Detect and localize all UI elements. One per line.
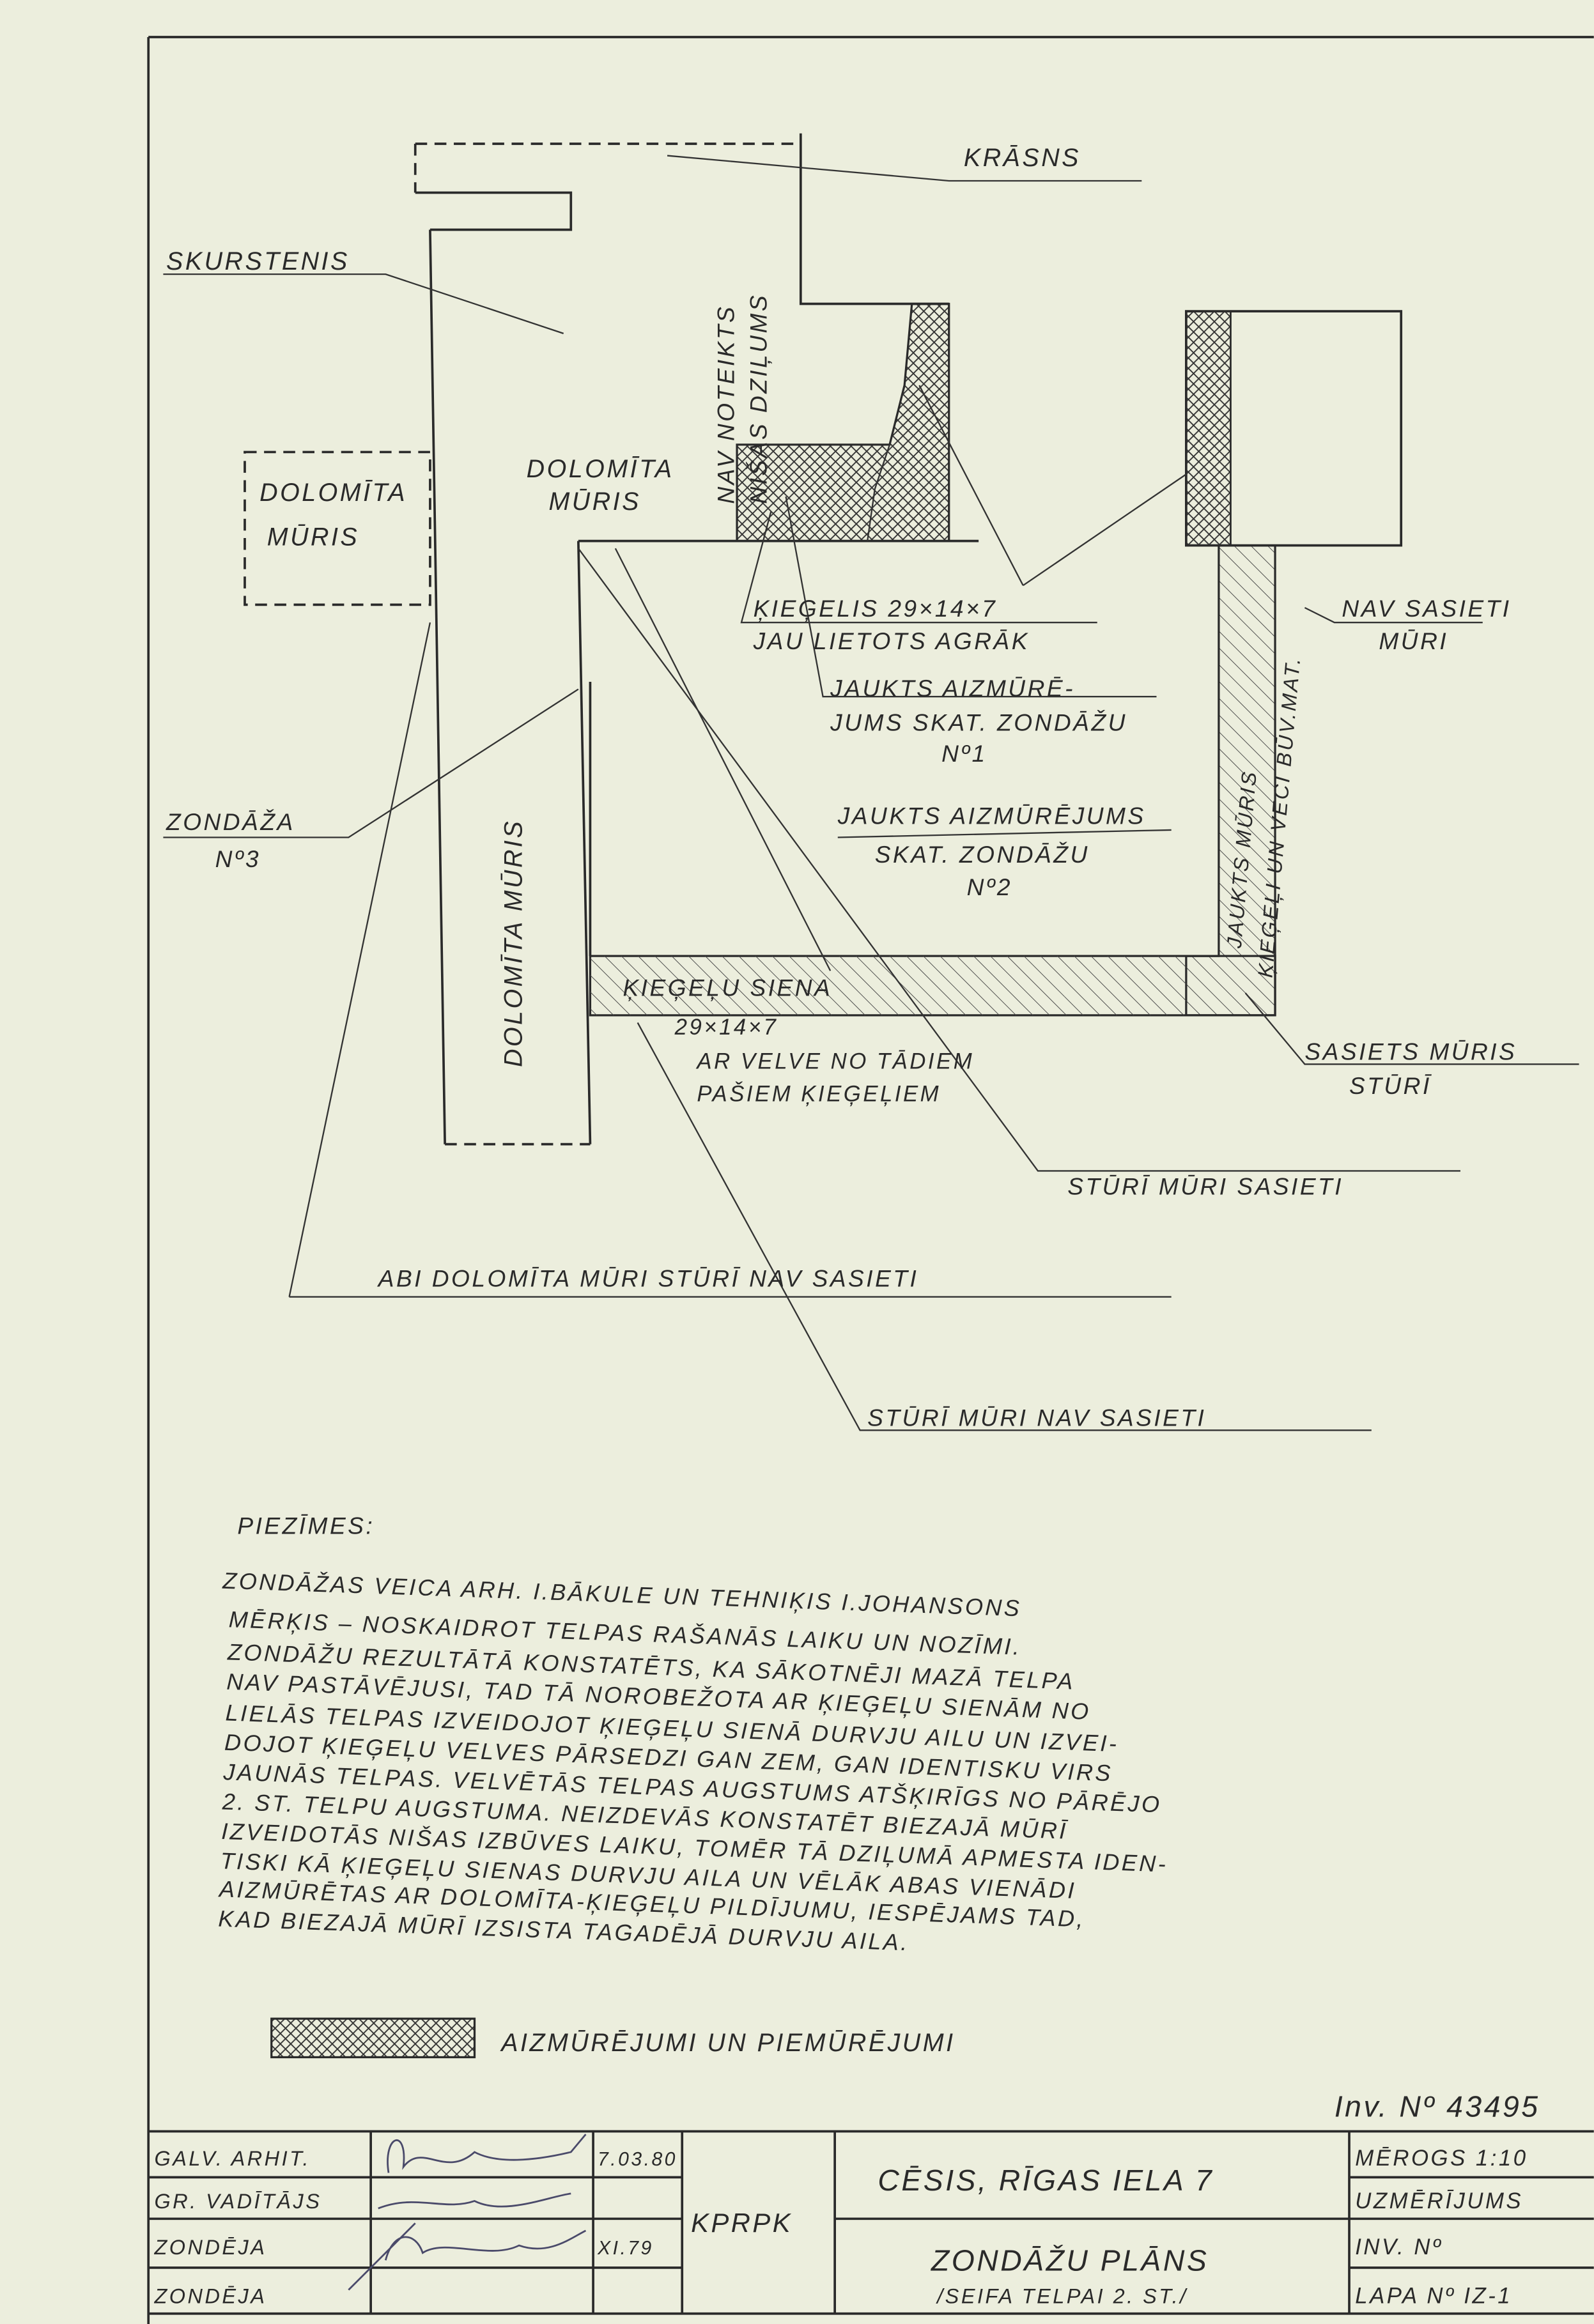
notes-heading: PIEZĪMES: <box>237 1512 375 1539</box>
legend-label: AIZMŪRĒJUMI UN PIEMŪRĒJUMI <box>500 2029 955 2057</box>
inventory-number: Inv. Nº 43495 <box>1335 2089 1540 2123</box>
leader-lines <box>163 155 1579 1431</box>
label-skurstenis: SKURSTENIS <box>166 247 350 275</box>
date-zondeja: XI.79 <box>597 2238 654 2259</box>
label-sturi-sasieti: STŪRĪ MŪRI SASIETI <box>1067 1173 1343 1200</box>
label-jaukts2-1: JAUKTS AIZMŪRĒJUMS <box>837 803 1146 829</box>
label-dolomita-box-2: MŪRIS <box>267 523 359 551</box>
label-jaukts2-2: SKAT. ZONDĀŽU <box>875 841 1090 868</box>
label-jaukts1-1: JAUKTS AIZMŪRĒ- <box>830 675 1075 702</box>
legend: AIZMŪRĒJUMI UN PIEMŪRĒJUMI <box>270 2017 955 2059</box>
role-zondeja-1: ZONDĒJA <box>153 2236 267 2259</box>
scale: MĒROGS 1:10 <box>1355 2146 1528 2171</box>
legend-crosshatch-swatch <box>270 2017 476 2059</box>
label-jau-lietots: JAU LIETOTS AGRĀK <box>753 627 1030 654</box>
address: CĒSIS, RĪGAS IELA 7 <box>878 2164 1214 2197</box>
role-zondeja-2: ZONDĒJA <box>153 2285 267 2308</box>
role-gr-vaditajs: GR. VADĪTĀJS <box>154 2190 321 2213</box>
label-siena-size: 29×14×7 <box>674 1015 778 1040</box>
label-kiegelis: ĶIEĢELIS 29×14×7 <box>754 595 998 622</box>
signatures <box>348 2134 587 2291</box>
drawing-title: ZONDĀŽU PLĀNS <box>931 2243 1209 2277</box>
label-siena-kiegeli: PAŠIEM ĶIEĢEĻIEM <box>697 1081 941 1106</box>
label-zondaza: ZONDĀŽA <box>166 808 295 835</box>
label-jaukts2-3: Nº2 <box>967 873 1012 900</box>
label-nav-sasieti-muri: MŪRI <box>1379 627 1448 654</box>
date-galv-arhit: 7.03.80 <box>598 2149 677 2170</box>
label-kiegelu-siena: ĶIEĢEĻU SIENA <box>623 974 832 1001</box>
role-galv-arhit: GALV. ARHIT. <box>154 2147 310 2170</box>
inv-no: INV. Nº <box>1355 2235 1443 2259</box>
crosshatch-right-fill <box>1185 310 1232 546</box>
label-zondaza-nr: Nº3 <box>215 845 261 872</box>
label-sasiets-muris: SASIETS MŪRIS <box>1304 1038 1517 1065</box>
sheet-frame <box>147 36 1594 2324</box>
label-nav-noteikts: NAV NOTEIKTS <box>712 305 739 504</box>
organization: KPRPK <box>691 2208 793 2238</box>
sheet-number: LAPA Nº IZ-1 <box>1355 2284 1512 2309</box>
label-dolomita-vertical: DOLOMĪTA MŪRIS <box>500 819 528 1067</box>
stage: UZMĒRĪJUMS <box>1355 2189 1523 2213</box>
label-sturi-nav: STŪRĪ MŪRI NAV SASIETI <box>867 1404 1206 1431</box>
label-dolomita-muris-1: DOLOMĪTA <box>527 455 674 483</box>
label-siena-velve: AR VELVE NO TĀDIEM <box>695 1049 974 1074</box>
crosshatch-niche-fill <box>736 302 950 543</box>
notes: PIEZĪMES: ZONDĀŽAS VEICA ARH. I.BĀKULE U… <box>218 1512 1168 1956</box>
label-sasiets-sturi: STŪRĪ <box>1349 1072 1432 1099</box>
label-nisas-dzilums: NIŠAS DZIĻUMS <box>745 293 771 504</box>
label-dolomita-box-1: DOLOMĪTA <box>259 479 407 507</box>
title-block: GALV. ARHIT. GR. VADĪTĀJS ZONDĒJA ZONDĒJ… <box>148 2130 1594 2315</box>
label-jaukts1-3: Nº1 <box>941 740 987 767</box>
drawing-subtitle: /SEIFA TELPAI 2. ST./ <box>936 2285 1188 2308</box>
label-jaukts1-2: JUMS SKAT. ZONDĀŽU <box>830 709 1127 736</box>
label-krasns: KRĀSNS <box>964 144 1081 172</box>
annotations: KRĀSNS SKURSTENIS NAV NOTEIKTS NIŠAS DZI… <box>166 144 1517 1431</box>
label-nav-sasieti: NAV SASIETI <box>1342 595 1511 622</box>
label-dolomita-muris-2: MŪRIS <box>548 488 640 516</box>
label-abi-dolomita: ABI DOLOMĪTA MŪRI STŪRĪ NAV SASIETI <box>377 1265 919 1291</box>
